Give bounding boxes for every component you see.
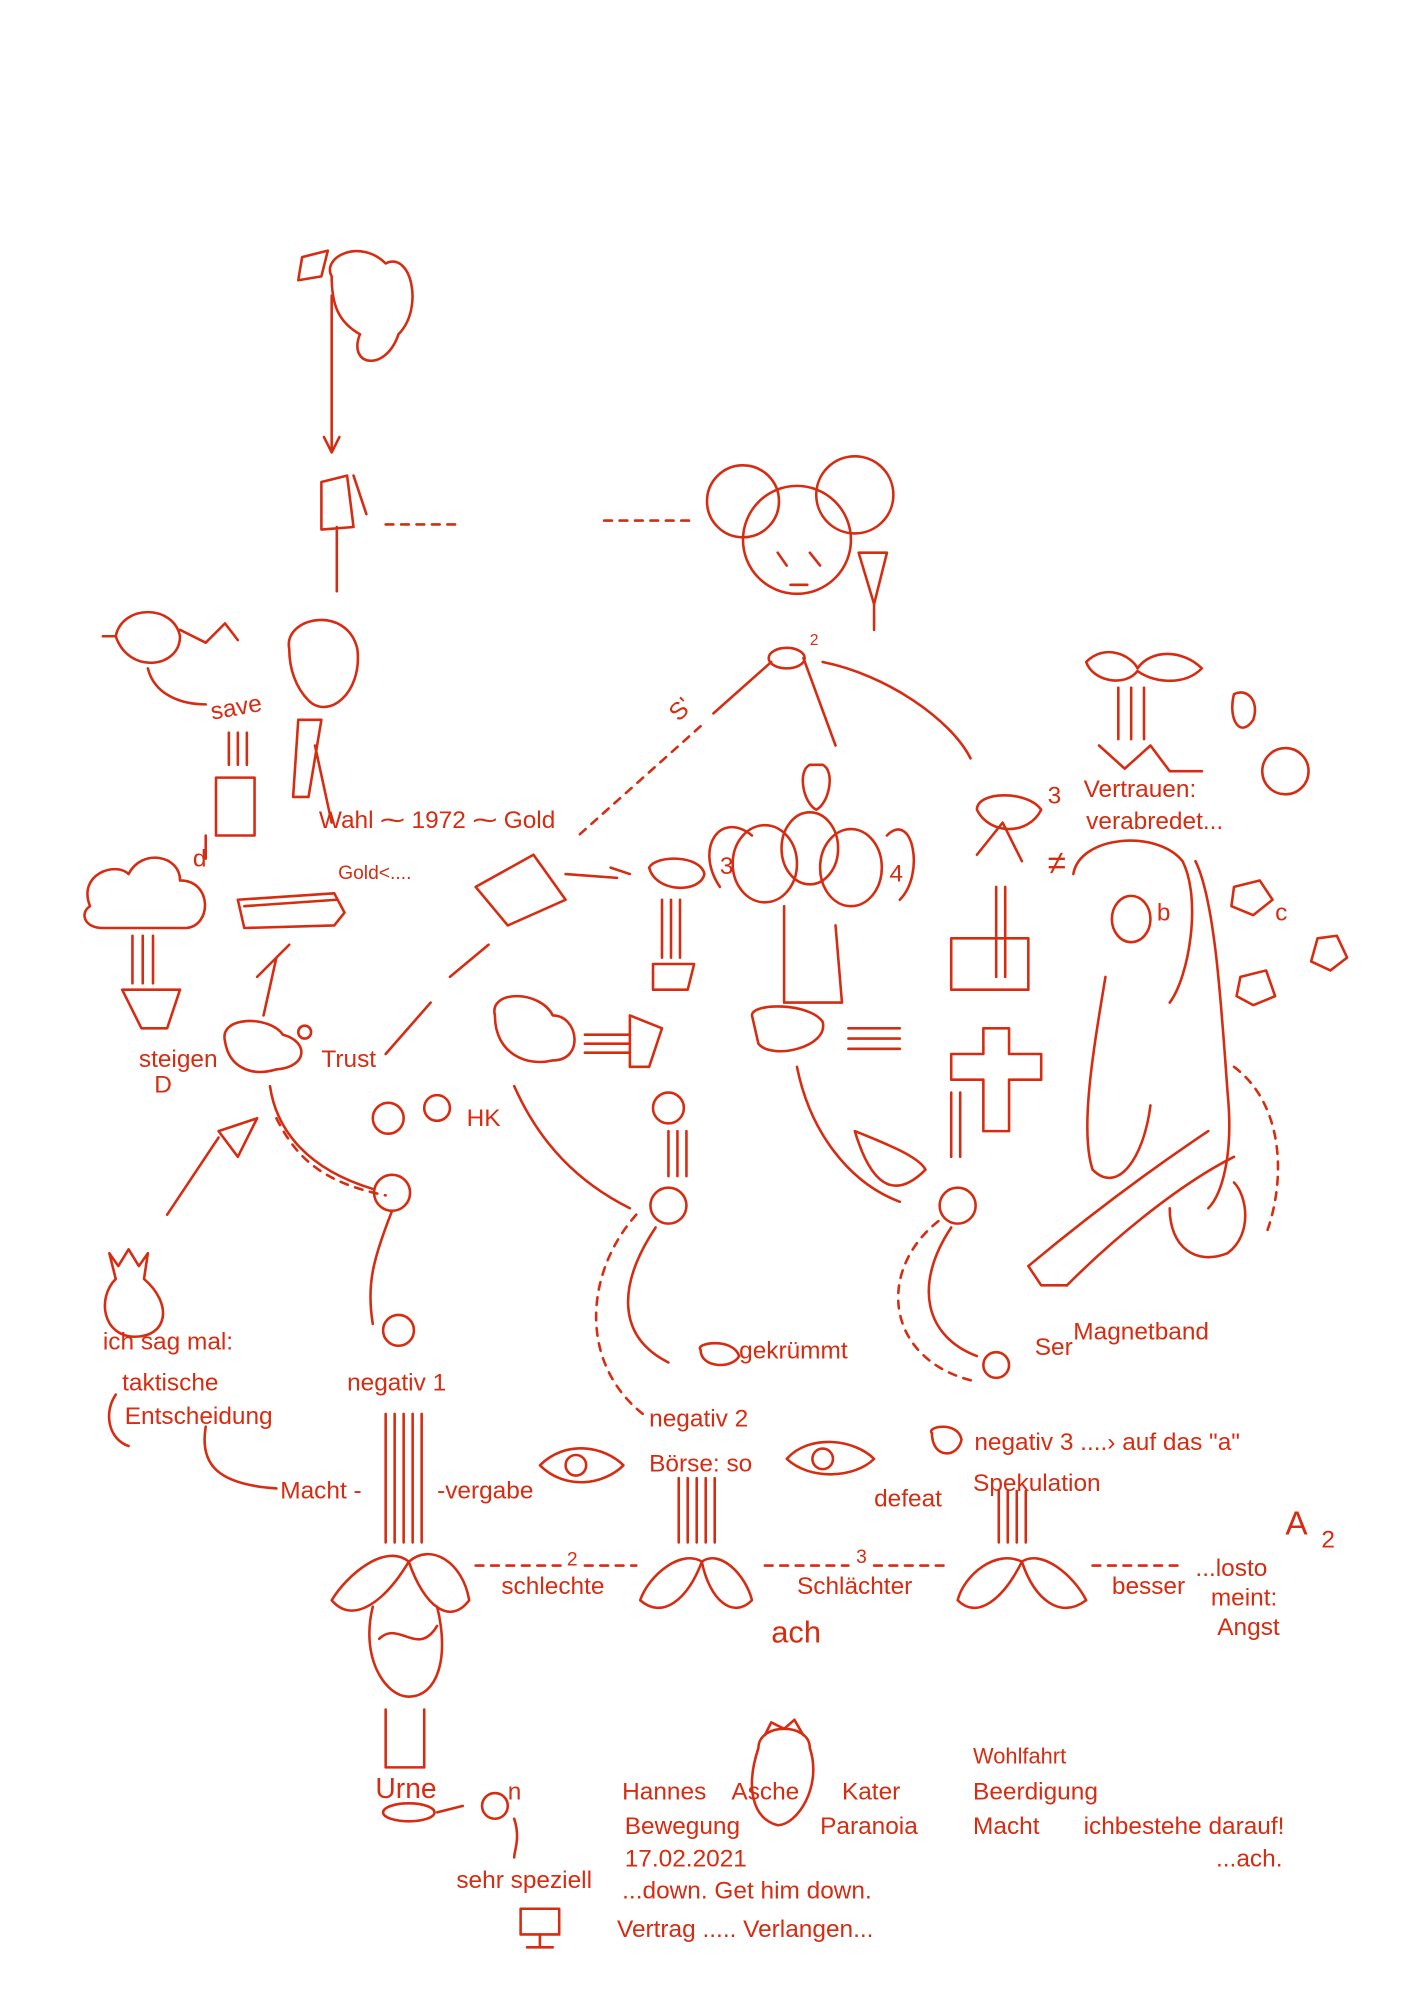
label-boerse: Börse: so	[649, 1451, 752, 1478]
label-losto: ...losto	[1195, 1555, 1267, 1582]
urn-figure	[368, 1605, 519, 1859]
label-paranoia: Paranoia	[820, 1813, 918, 1840]
flask-figure	[287, 474, 368, 824]
label-gold-back: Gold<....	[338, 863, 411, 884]
label-defeat: defeat	[874, 1485, 942, 1512]
left-body	[165, 943, 387, 1216]
label-c: c	[1275, 899, 1287, 926]
mouse-ears-head	[705, 455, 895, 632]
label-vertrauen: Vertrauen:	[1084, 776, 1197, 803]
banknote	[474, 853, 632, 927]
curved-arrows	[594, 1213, 1011, 1416]
label-4: 4	[890, 861, 904, 888]
label-3-mid: 3	[856, 1547, 867, 1568]
label-beerdigung: Beerdigung	[973, 1778, 1098, 1805]
label-date: 17.02.2021	[625, 1845, 747, 1872]
label-ser: Ser	[1035, 1334, 1073, 1361]
label-angst: Angst	[1217, 1614, 1280, 1641]
label-trust: Trust	[321, 1046, 376, 1073]
gold-bar	[236, 892, 346, 930]
hk-figure	[369, 1093, 452, 1348]
small-knot	[577, 646, 972, 837]
label-schlechte: schlechte	[501, 1573, 604, 1600]
label-hk: HK	[467, 1105, 501, 1132]
label-ach-end: ...ach.	[1216, 1845, 1282, 1872]
label-asche: Asche	[731, 1778, 799, 1805]
label-3-left: 3	[720, 853, 734, 880]
bow-vase-figure	[1084, 650, 1310, 796]
label-schlaechter: Schlächter	[797, 1573, 912, 1600]
label-negativ-1: negativ 1	[347, 1370, 446, 1397]
label-gekruemmt: gekrümmt	[739, 1338, 848, 1365]
label-3-top: 3	[1048, 782, 1062, 809]
label-kater: Kater	[842, 1778, 900, 1805]
label-ach: ach	[771, 1615, 821, 1650]
label-A: A	[1285, 1506, 1308, 1543]
label-b: b	[1157, 899, 1171, 926]
label-entscheidung: Entscheidung	[125, 1403, 273, 1430]
eye-fish-icons	[538, 1425, 963, 1484]
large-woman-figure	[1027, 839, 1280, 1287]
label-vertrag: Vertrag ..... Verlangen...	[617, 1916, 873, 1943]
label-vergabe: -vergabe	[437, 1478, 533, 1505]
label-negativ-3: negativ 3 ....› auf das "a"	[974, 1429, 1240, 1456]
middle-left-figure	[384, 943, 664, 1210]
label-macht-2: Macht	[973, 1813, 1040, 1840]
label-hannes: Hannes	[622, 1778, 706, 1805]
label-down: ...down. Get him down.	[622, 1877, 872, 1904]
cross-figure	[938, 794, 1043, 1225]
label-2-top: 2	[810, 632, 819, 649]
label-not-equal: ≠	[1048, 845, 1066, 882]
label-urne: Urne	[375, 1772, 436, 1804]
three-faces-figure	[647, 763, 927, 1225]
label-d: d	[193, 845, 207, 872]
label-n: n	[508, 1778, 522, 1805]
label-2-mid: 2	[567, 1550, 578, 1571]
computer-icon	[519, 1907, 561, 1949]
cloud-figure	[83, 856, 207, 1030]
label-sehr-speziell: sehr speziell	[456, 1867, 592, 1894]
label-D: D	[154, 1072, 172, 1099]
label-negativ-2: negativ 2	[649, 1406, 748, 1433]
wavy-columns	[203, 1412, 1028, 1544]
label-taktische: taktische	[122, 1370, 218, 1397]
label-A-sub: 2	[1321, 1527, 1335, 1554]
label-spekulation: Spekulation	[973, 1470, 1101, 1497]
label-macht-1: Macht -	[280, 1478, 361, 1505]
cube-icons	[1230, 879, 1349, 1007]
label-meint: meint:	[1211, 1584, 1277, 1611]
label-magnetband: Magnetband	[1073, 1318, 1209, 1345]
label-besser: besser	[1112, 1573, 1185, 1600]
label-verabredet: verabredet...	[1086, 808, 1223, 835]
label-bewegung: Bewegung	[625, 1813, 740, 1840]
label-wohlfahrt: Wohlfahrt	[973, 1743, 1066, 1768]
label-ich-sag-mal: ich sag mal:	[103, 1329, 233, 1356]
label-steigen: steigen	[139, 1046, 218, 1073]
label-ichbestehe: ichbestehe darauf!	[1084, 1813, 1285, 1840]
vase-figure	[101, 611, 256, 860]
label-save: save	[208, 690, 263, 726]
bottom-face	[750, 1718, 815, 1827]
label-wahl: Wahl ⁓ 1972 ⁓ Gold	[319, 807, 555, 834]
bow-row	[330, 1552, 1184, 1613]
label-s-prime: S'	[664, 693, 698, 727]
crown-figure	[103, 1248, 165, 1448]
top-head-figure	[296, 249, 414, 454]
